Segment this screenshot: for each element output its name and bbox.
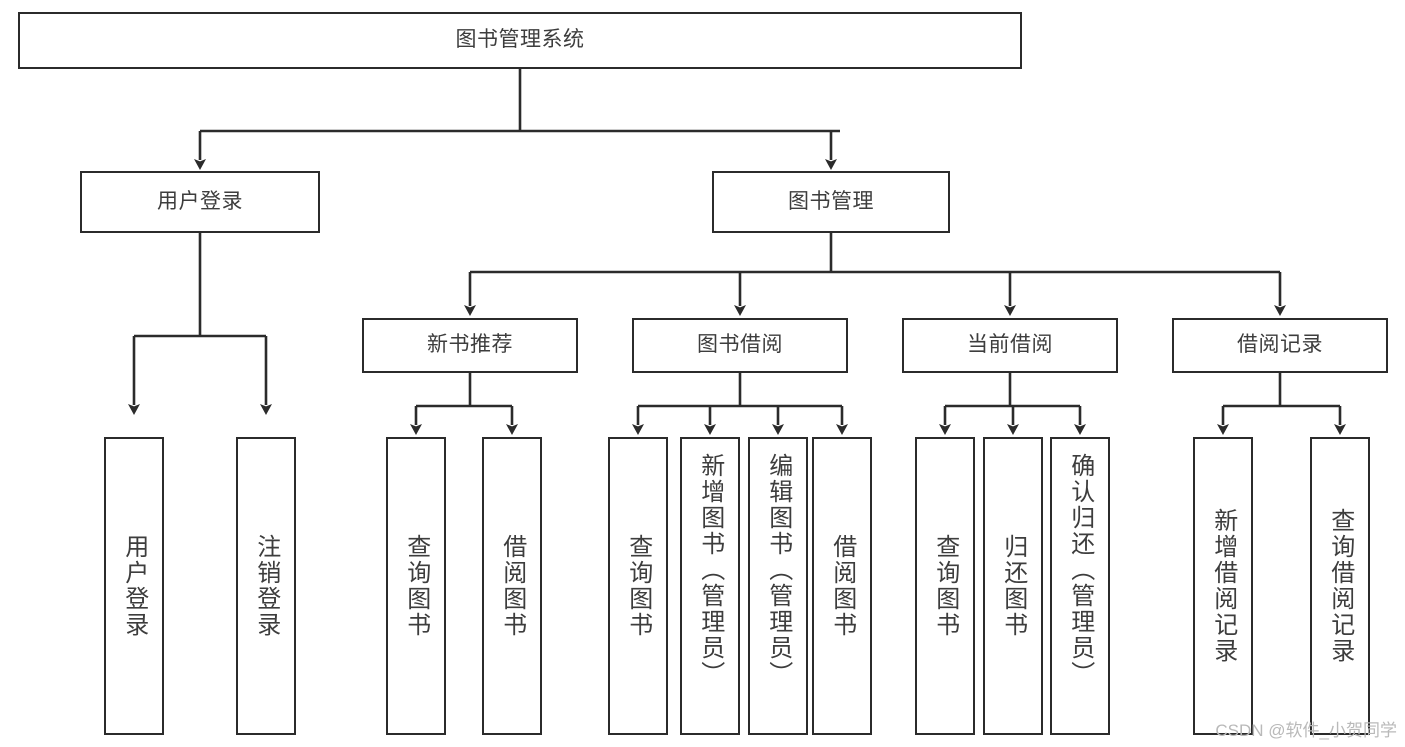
- leaf-current-borrow-confirm-return-label: 确认归还（管理员）: [1066, 453, 1094, 687]
- leaf-current-borrow-return[interactable]: 归还图书: [983, 437, 1043, 735]
- leaf-new-book-query-label: 查询图书: [402, 534, 430, 638]
- leaf-book-borrow-borrow-label: 借阅图书: [828, 534, 856, 638]
- node-book-borrow-label: 图书借阅: [697, 333, 783, 357]
- leaf-borrow-record-add[interactable]: 新增借阅记录: [1193, 437, 1253, 735]
- leaf-borrow-record-query[interactable]: 查询借阅记录: [1310, 437, 1370, 735]
- leaf-book-borrow-borrow[interactable]: 借阅图书: [812, 437, 872, 735]
- node-user-login-label: 用户登录: [157, 189, 243, 213]
- leaf-current-borrow-confirm-return[interactable]: 确认归还（管理员）: [1050, 437, 1110, 735]
- leaf-current-borrow-query[interactable]: 查询图书: [915, 437, 975, 735]
- leaf-book-borrow-query-label: 查询图书: [624, 534, 652, 638]
- leaf-book-borrow-add[interactable]: 新增图书（管理员）: [680, 437, 740, 735]
- leaf-book-borrow-edit[interactable]: 编辑图书（管理员）: [748, 437, 808, 735]
- leaf-user-login-signin[interactable]: 用户登录: [104, 437, 164, 735]
- node-current-borrow[interactable]: 当前借阅: [902, 318, 1118, 373]
- node-user-login[interactable]: 用户登录: [80, 171, 320, 233]
- leaf-book-borrow-add-label: 新增图书（管理员）: [696, 453, 724, 687]
- node-new-book-recommend[interactable]: 新书推荐: [362, 318, 578, 373]
- leaf-user-login-signout-label: 注销登录: [252, 534, 280, 638]
- node-root[interactable]: 图书管理系统: [18, 12, 1022, 69]
- leaf-user-login-signin-label: 用户登录: [120, 534, 148, 638]
- leaf-new-book-query[interactable]: 查询图书: [386, 437, 446, 735]
- csdn-watermark: CSDN @软件_小贺同学: [1215, 721, 1397, 740]
- node-book-management[interactable]: 图书管理: [712, 171, 950, 233]
- leaf-current-borrow-return-label: 归还图书: [999, 534, 1027, 638]
- node-root-label: 图书管理系统: [455, 28, 585, 52]
- node-current-borrow-label: 当前借阅: [967, 333, 1053, 357]
- leaf-current-borrow-query-label: 查询图书: [931, 534, 959, 638]
- node-new-book-recommend-label: 新书推荐: [427, 333, 513, 357]
- leaf-book-borrow-query[interactable]: 查询图书: [608, 437, 668, 735]
- leaf-borrow-record-query-label: 查询借阅记录: [1326, 508, 1354, 664]
- node-borrow-record[interactable]: 借阅记录: [1172, 318, 1388, 373]
- node-borrow-record-label: 借阅记录: [1237, 333, 1323, 357]
- node-book-management-label: 图书管理: [788, 189, 874, 213]
- leaf-new-book-borrow-label: 借阅图书: [498, 534, 526, 638]
- leaf-user-login-signout[interactable]: 注销登录: [236, 437, 296, 735]
- leaf-borrow-record-add-label: 新增借阅记录: [1209, 508, 1237, 664]
- leaf-new-book-borrow[interactable]: 借阅图书: [482, 437, 542, 735]
- leaf-book-borrow-edit-label: 编辑图书（管理员）: [764, 453, 792, 687]
- node-book-borrow[interactable]: 图书借阅: [632, 318, 848, 373]
